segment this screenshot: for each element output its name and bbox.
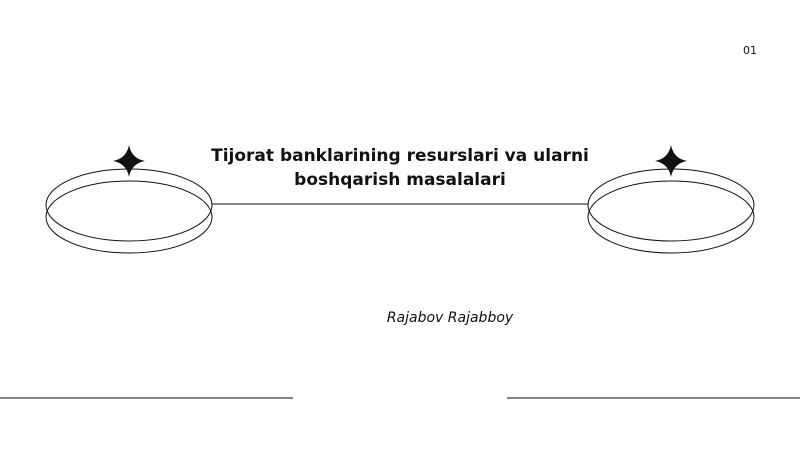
right-sparkle-icon (655, 145, 687, 177)
left-ring-icon (45, 168, 213, 254)
author-name: Rajabov Rajabboy (386, 310, 514, 326)
slide-title: Tijorat banklarining resurslari va ularn… (190, 144, 610, 192)
page-number: 01 (743, 44, 757, 57)
left-sparkle-icon (113, 145, 145, 177)
title-line-1: Tijorat banklarining resurslari va ularn… (211, 146, 589, 166)
right-ring-icon (587, 168, 755, 254)
title-line-2: boshqarish masalalari (294, 170, 506, 190)
